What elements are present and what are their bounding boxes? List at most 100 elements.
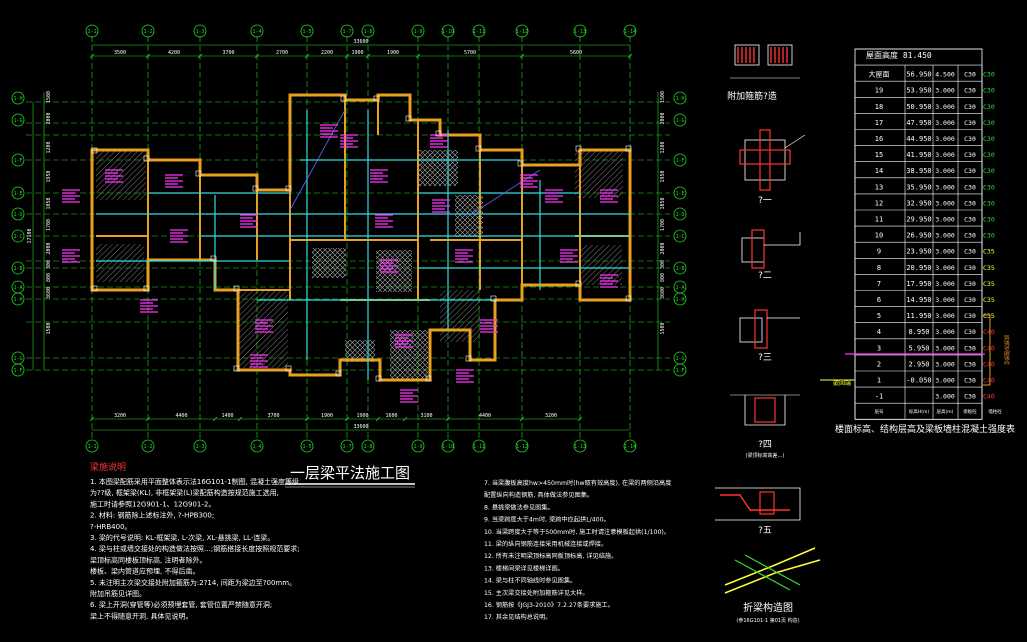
table-cell-beam-concrete: C30 <box>964 344 976 352</box>
table-cell-elevation: 41.950 <box>906 151 931 159</box>
dimension-label-v: 3600 <box>46 287 52 299</box>
axis-label-top: 1-5 <box>302 29 311 35</box>
table-cell-beam-concrete: C30 <box>964 87 976 95</box>
axis-bubble-right <box>673 292 687 306</box>
dimension-label: 3700 <box>267 413 279 419</box>
notes-right-block: 7. 当梁腹板高度hw>450mm时(hw取有效高度), 在梁的两侧沿高度 配置… <box>484 479 671 621</box>
table-cell-height: 3.000 <box>935 103 955 111</box>
table-cell-elevation: 29.950 <box>906 216 931 224</box>
table-cell-beam-concrete: C30 <box>964 360 976 368</box>
dimension-label: 2200 <box>321 50 333 56</box>
dimension-label-v: 1700 <box>660 219 666 231</box>
table-cell-wall-concrete: C40 <box>983 377 995 385</box>
column-marker <box>285 185 292 192</box>
table-cell-beam-concrete: C30 <box>964 264 976 272</box>
axis-bubble-right <box>673 186 687 200</box>
axis-bubble-top <box>340 24 354 38</box>
axis-label-top: 1-12 <box>516 29 528 35</box>
axis-label-right: 1-C <box>675 234 684 240</box>
axis-bubble-bottom <box>340 439 354 453</box>
axis-label-bottom: 1-8 <box>363 444 372 450</box>
table-cell-beam-concrete: C30 <box>964 135 976 143</box>
table-side-note: 底部加强部位 <box>1003 335 1010 365</box>
axis-label-left: 1-H <box>13 96 22 102</box>
axis-bubble-left <box>11 153 25 167</box>
column-marker <box>335 370 342 377</box>
note-line-left: 5. 未注明主次梁交接处附加箍筋为:2?14, 间距为梁边至?00mm。 <box>90 578 296 587</box>
dimension-label-v: 1200 <box>660 141 666 153</box>
table-cell-floor: 19 <box>875 87 883 95</box>
table-footer-cell: 墙柱砼 <box>988 408 1002 415</box>
detail-folded-beam <box>724 547 816 586</box>
slab-hatch <box>418 150 458 186</box>
dimension-label-v: 2000 <box>46 242 52 254</box>
table-cell-floor: 14 <box>875 167 883 175</box>
table-cell-wall-concrete: C30 <box>983 119 995 127</box>
table-cell-beam-concrete: C30 <box>964 167 976 175</box>
detail-rebar <box>739 149 791 165</box>
dimension-tick <box>237 416 243 422</box>
table-cell-height: 3.000 <box>935 232 955 240</box>
dimension-label-v: 1200 <box>46 141 52 153</box>
table-cell-floor: 6 <box>877 296 881 304</box>
axis-label-left: 1-B <box>13 266 22 272</box>
table-cell-floor: 13 <box>875 183 883 191</box>
dimension-tick <box>519 416 525 422</box>
detail-rebar <box>720 494 790 511</box>
table-cell-wall-concrete: C35 <box>983 248 995 256</box>
dimension-label: 4200 <box>168 50 180 56</box>
column-marker <box>625 145 632 152</box>
axis-bubble-left <box>11 91 25 105</box>
table-cell-height: 3.000 <box>935 248 955 256</box>
axis-bubble-top <box>441 24 455 38</box>
table-cell-height: 3.000 <box>935 296 955 304</box>
table-cell-floor: 1 <box>877 377 881 385</box>
axis-label-top: 1-10 <box>442 29 454 35</box>
table-cell-elevation: 32.950 <box>906 199 931 207</box>
axis-bubble-bottom <box>85 439 99 453</box>
axis-label-bottom: 1-14 <box>624 444 636 450</box>
note-line-left: 为??级, 框架梁(KL), 非框架梁(L)梁配筋构造按规范施工选用, <box>90 488 279 497</box>
axis-bubble-right <box>673 153 687 167</box>
table-cell-floor: 8 <box>877 264 881 272</box>
table-cell-wall-concrete: C30 <box>983 103 995 111</box>
table-cell-floor: 3 <box>877 344 881 352</box>
table-cell-elevation: 53.950 <box>906 87 931 95</box>
axis-label-bottom: 1-5 <box>302 444 311 450</box>
axis-bubble-bottom <box>573 439 587 453</box>
axis-label-right: 1-H <box>675 96 684 102</box>
axis-label-top: 1-1 <box>87 29 96 35</box>
detail-2-caption: ?一 <box>758 196 772 206</box>
detail-rebar <box>759 491 775 515</box>
detail-rebar <box>754 309 768 349</box>
dimension-total-label: 33600 <box>353 39 368 45</box>
detail-4-caption: ?三 <box>758 353 772 363</box>
slab-hatch <box>455 195 483 237</box>
axis-bubble-bottom <box>141 439 155 453</box>
axis-bubble-bottom <box>193 439 207 453</box>
note-line-left: 梁上不得随意开洞, 具体见说明。 <box>90 611 192 620</box>
axis-label-top: 1-13 <box>574 29 586 35</box>
dimension-tick <box>254 53 260 59</box>
table-cell-height: 3.000 <box>935 328 955 336</box>
axis-label-right: 1-G <box>675 118 684 124</box>
dimension-tick <box>344 53 350 59</box>
table-cell-elevation: 5.950 <box>908 344 929 352</box>
axis-bubble-bottom <box>300 439 314 453</box>
detail-7-caption: 折梁构造图 <box>743 601 793 614</box>
column-marker <box>575 280 582 287</box>
table-cell-wall-concrete: C40 <box>983 393 995 401</box>
slab-hatch <box>312 248 346 278</box>
table-cell-height: 3.000 <box>935 119 955 127</box>
detail-rebar <box>751 229 765 269</box>
table-cell-floor: -1 <box>875 393 883 401</box>
table-cell-height: 3.000 <box>935 312 955 320</box>
axis-label-left: 1-D <box>13 212 22 218</box>
table-cell-height: 3.000 <box>935 344 955 352</box>
table-cell-wall-concrete: C40 <box>983 344 995 352</box>
table-cell-height: 3.000 <box>935 183 955 191</box>
diagonal-beam <box>289 109 346 211</box>
dimension-tick <box>304 53 310 59</box>
axis-label-bottom: 1-3 <box>195 444 204 450</box>
